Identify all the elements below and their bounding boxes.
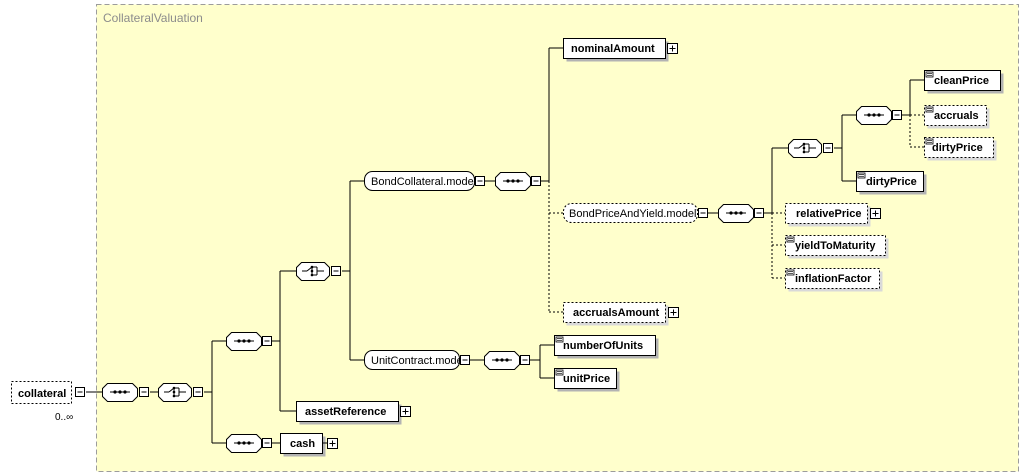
simple-type-icon <box>555 336 564 343</box>
number-of-units-label: numberOfUnits <box>563 340 643 352</box>
connector-lines <box>86 47 924 444</box>
collateral-cardinality: 0..∞ <box>55 412 73 423</box>
simple-type-icon <box>786 236 795 243</box>
accruals-element[interactable]: accruals <box>924 105 990 129</box>
accruals-label: accruals <box>934 110 979 122</box>
asset-reference-label: assetReference <box>305 406 386 418</box>
inflation-factor-label: inflationFactor <box>795 273 872 285</box>
yield-to-maturity-label: yieldToMaturity <box>795 240 876 252</box>
nominal-amount-label: nominalAmount <box>571 43 655 55</box>
collateral-label: collateral <box>18 388 66 400</box>
clean-price-label: cleanPrice <box>934 75 989 87</box>
asset-reference-element[interactable]: assetReference <box>296 401 411 425</box>
inflation-factor-element[interactable]: inflationFactor <box>785 268 883 292</box>
unit-contract-model-group[interactable]: UnitContract.model <box>364 350 470 370</box>
bond-collateral-model-group[interactable]: BondCollateral.model <box>364 171 485 191</box>
sequence-compositor[interactable] <box>484 351 530 370</box>
cash-element[interactable]: cash <box>280 433 338 457</box>
clean-price-element[interactable]: cleanPrice <box>924 70 1004 94</box>
accruals-amount-element[interactable]: accrualsAmount <box>563 302 679 326</box>
bond-collateral-model-label: BondCollateral.model <box>371 176 476 188</box>
collateral-collapse-icon[interactable] <box>75 387 85 397</box>
unit-price-element[interactable]: unitPrice <box>554 368 620 392</box>
choice-compositor[interactable] <box>788 139 833 158</box>
collateral-element[interactable]: collateral <box>11 381 75 406</box>
relative-price-label: relativePrice <box>796 208 861 220</box>
choice-compositor[interactable] <box>296 262 341 281</box>
sequence-compositor[interactable] <box>495 172 541 191</box>
dirty-price-optional-element[interactable]: dirtyPrice <box>924 137 997 161</box>
sequence-compositor[interactable] <box>718 204 764 223</box>
dirty-price-label: dirtyPrice <box>866 176 917 188</box>
simple-type-icon <box>786 269 795 276</box>
simple-type-icon <box>857 172 866 179</box>
sequence-compositor[interactable] <box>856 106 902 125</box>
sequence-compositor[interactable] <box>226 332 272 351</box>
sequence-compositor[interactable] <box>102 383 149 402</box>
simple-type-icon <box>925 106 934 113</box>
nominal-amount-element[interactable]: nominalAmount <box>563 38 678 62</box>
cash-label: cash <box>290 438 315 450</box>
bond-price-and-yield-model-group[interactable]: BondPriceAndYield.model <box>563 203 708 223</box>
choice-compositor[interactable] <box>158 383 203 402</box>
simple-type-icon <box>555 369 564 376</box>
dirty-price-optional-label: dirtyPrice <box>932 142 983 154</box>
bond-price-and-yield-model-label: BondPriceAndYield.model <box>569 208 696 220</box>
sequence-compositor[interactable] <box>226 434 272 453</box>
yield-to-maturity-element[interactable]: yieldToMaturity <box>785 235 889 259</box>
accruals-amount-label: accrualsAmount <box>573 307 660 319</box>
area-title: CollateralValuation <box>103 11 203 25</box>
unit-contract-model-label: UnitContract.model <box>371 355 465 367</box>
simple-type-icon <box>925 71 934 78</box>
relative-price-element[interactable]: relativePrice <box>785 203 881 227</box>
dirty-price-element[interactable]: dirtyPrice <box>856 171 927 195</box>
number-of-units-element[interactable]: numberOfUnits <box>554 335 659 359</box>
unit-price-label: unitPrice <box>563 373 610 385</box>
